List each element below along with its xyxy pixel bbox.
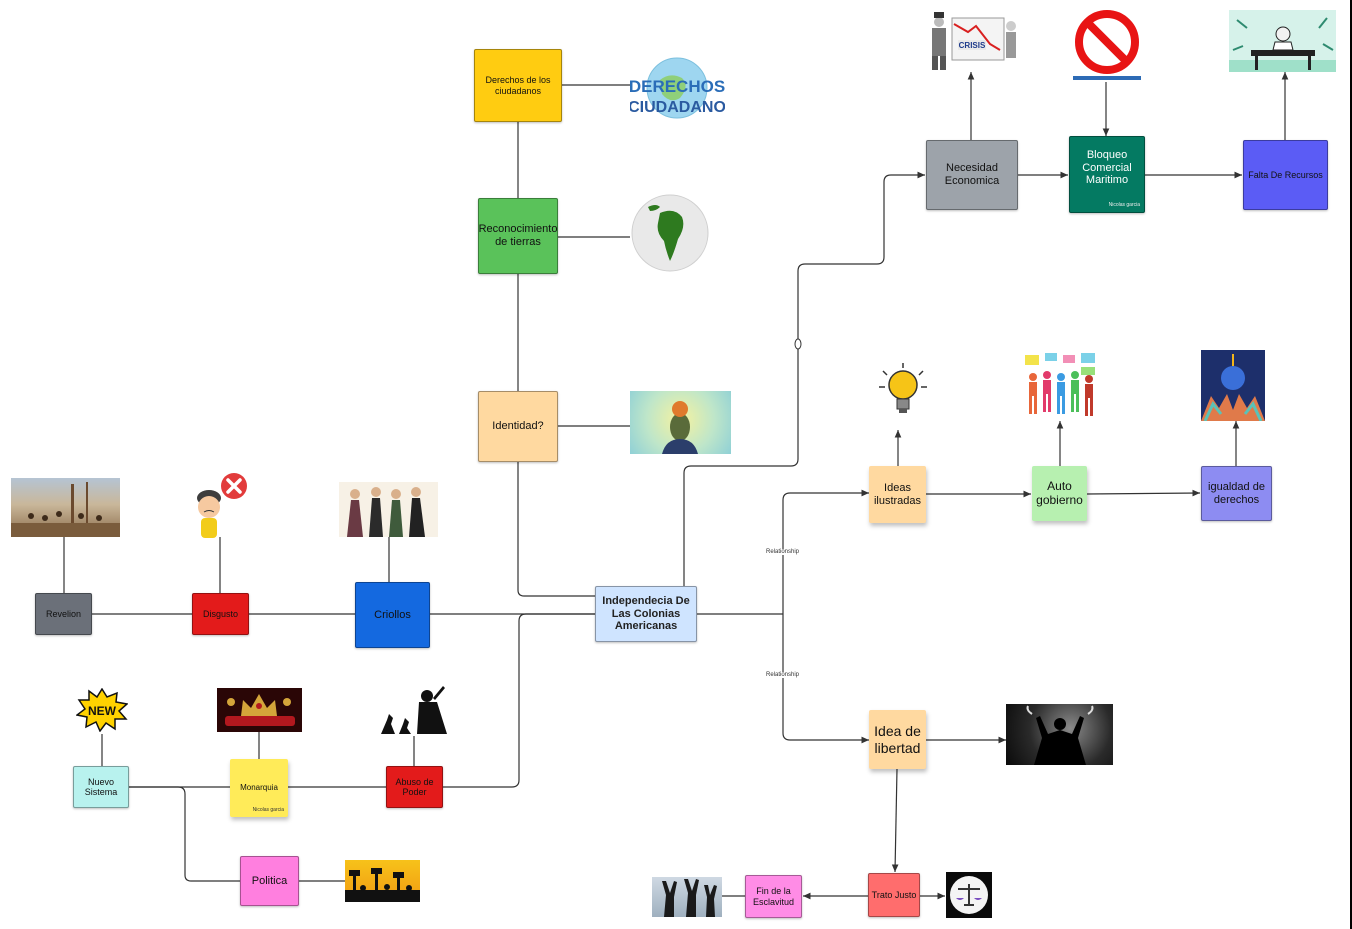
node-revelion[interactable]: Revelion [35, 593, 92, 635]
derechos-logo-line2: CIUDADANO [630, 99, 725, 116]
prohibited-sign-image[interactable] [1071, 8, 1143, 82]
edge-label-relationship-lower: Relationship [765, 672, 801, 678]
raised-hands-image[interactable] [652, 877, 722, 917]
bloqueo-author-note: Nicolas garcia [1108, 202, 1140, 209]
justice-scale-image[interactable] [946, 872, 992, 918]
derechos-ciudadano-image[interactable]: DERECHOS CIUDADANO [630, 50, 725, 120]
node-fin-esclavitud[interactable]: Fin de la Esclavitud [745, 875, 802, 918]
node-criollos[interactable]: Criollos [355, 582, 430, 648]
edge-independencia-abuso [443, 613, 595, 788]
node-reconocimiento-tierras[interactable]: Reconocimiento de tierras [478, 198, 558, 274]
equality-image[interactable] [1201, 350, 1265, 421]
identity-portrait-image[interactable] [630, 391, 731, 454]
edge-identidad-independencia [517, 462, 595, 597]
node-derechos-ciudadanos[interactable]: Derechos de los ciudadanos [474, 49, 562, 122]
abuse-silhouette-image[interactable] [377, 684, 452, 736]
monarquia-author-note: Nicolas garcia [252, 807, 284, 814]
edge-hub-libertad [782, 614, 869, 744]
lack-resources-image[interactable] [1229, 10, 1336, 72]
node-politica[interactable]: Politica [240, 856, 299, 906]
new-badge-text: NEW [88, 704, 117, 718]
lightbulb-image[interactable] [875, 361, 930, 423]
globe-image[interactable] [630, 193, 710, 273]
revolt-painting-image[interactable] [11, 478, 120, 537]
node-monarquia-label: Monarquia [240, 783, 278, 793]
node-necesidad-economica[interactable]: Necesidad Economica [926, 140, 1018, 210]
node-nuevo-sistema[interactable]: Nuevo Sistema [73, 766, 129, 808]
self-government-people-image[interactable] [1023, 351, 1098, 421]
node-ideas-ilustradas[interactable]: Ideas ilustradas [869, 466, 926, 523]
criollos-figures-image[interactable] [339, 482, 438, 537]
node-falta-recursos[interactable]: Falta De Recursos [1243, 140, 1328, 210]
new-badge-image[interactable]: NEW [76, 688, 128, 732]
derechos-logo-line1: DERECHOS [630, 77, 725, 96]
edge-nuevo-politica [129, 786, 240, 882]
node-identidad[interactable]: Identidad? [478, 391, 558, 462]
crisis-image[interactable]: CRISIS [924, 10, 1022, 72]
node-bloqueo-comercial[interactable]: Bloqueo Comercial Maritimo Nicolas garci… [1069, 136, 1145, 213]
node-monarquia[interactable]: Monarquia Nicolas garcia [230, 759, 288, 817]
node-idea-libertad[interactable]: Idea de libertad [869, 710, 926, 769]
node-trato-justo[interactable]: Trato Justo [868, 873, 920, 917]
window-edge [1350, 0, 1352, 929]
edge-waypoint-handle [794, 338, 802, 350]
crown-image[interactable] [217, 688, 302, 732]
node-igualdad-derechos[interactable]: igualdad de derechos [1201, 466, 1272, 521]
crisis-sign-text: CRISIS [959, 41, 986, 50]
upset-boy-image[interactable] [190, 472, 250, 538]
edge-label-relationship-upper: Relationship [765, 549, 801, 555]
node-abuso-poder[interactable]: Abuso de Poder [386, 766, 443, 808]
protest-image[interactable] [345, 860, 420, 902]
node-independencia[interactable]: Independecia De Las Colonias Americanas [595, 586, 697, 642]
node-bloqueo-label: Bloqueo Comercial Maritimo [1082, 149, 1132, 187]
broken-chains-image[interactable] [1006, 704, 1113, 765]
node-disgusto[interactable]: Disgusto [192, 593, 249, 635]
edge-hub-ideas [782, 489, 869, 614]
edge-independencia-necesidad [683, 171, 925, 586]
node-auto-gobierno[interactable]: Auto gobierno [1032, 466, 1087, 521]
edge-libertad-trato [891, 768, 899, 873]
edge-auto-igualdad [1086, 489, 1201, 497]
